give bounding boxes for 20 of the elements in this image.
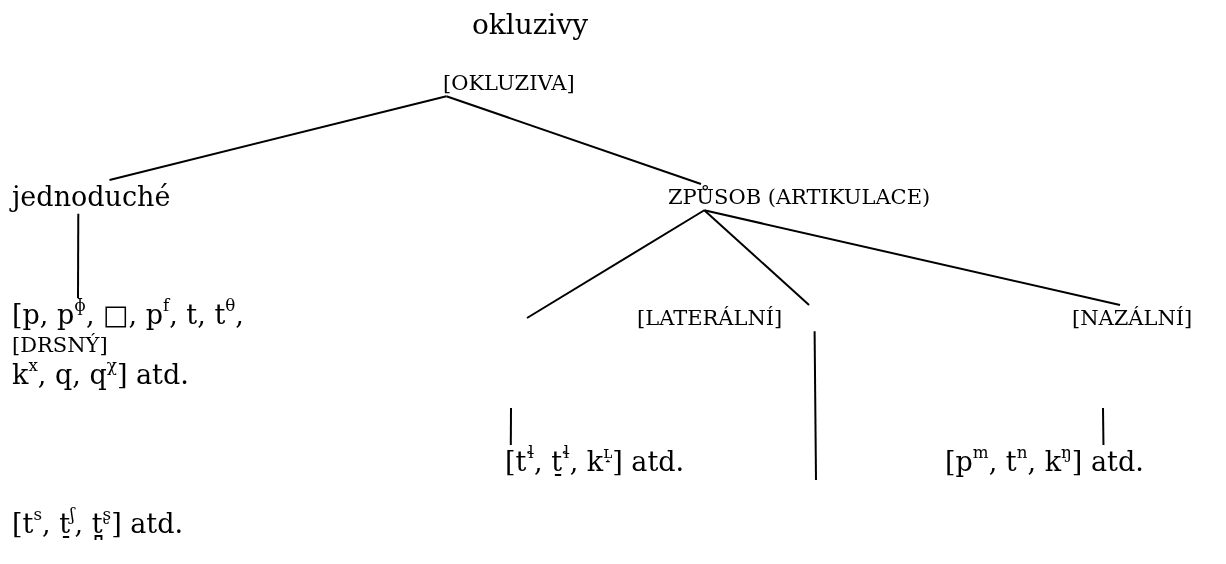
- tree-branch-line: [445, 95, 702, 185]
- tree-branch-line: [703, 209, 1121, 306]
- phoneme-list-line: [DRSNÝ]: [12, 331, 109, 358]
- tree-branch-line: [813, 330, 817, 481]
- tree-node-label: ZPŮSOB (ARTIKULACE): [668, 184, 998, 211]
- tree-branch-line: [526, 209, 706, 319]
- tree-title: okluzivy: [470, 8, 590, 41]
- tree-node-label: [NAZÁLNÍ]: [1072, 305, 1222, 332]
- tree-branch-line: [1102, 407, 1105, 446]
- tree-branch-line: [77, 212, 80, 299]
- tree-branch-line: [703, 209, 811, 306]
- tree-node-label: [LATERÁLNÍ]: [637, 305, 822, 332]
- tree-node-label: [OKLUZIVA]: [443, 70, 613, 97]
- tree-branch-line: [108, 95, 448, 181]
- tree-node-label: [t$^{ɬ}$, t̠$^{ɬ}$, k$^{ʟ̝}$] atd.: [505, 445, 737, 479]
- tree-branch-line: [509, 407, 512, 446]
- phoneme-list-line: [p, p$^{ɸ}$, □, p$^{f}$, t, t$^{θ}$,: [12, 298, 245, 332]
- tree-node-label: [p$^{m}$, t$^{n}$, k$^{ŋ}$] atd.: [945, 445, 1223, 479]
- phoneme-list-label: [t$^{s}$, t̠$^{ʃ}$, t̪$^{ʂ}$] atd.: [12, 508, 184, 539]
- phoneme-list-line: k$^{x}$, q, q$^{χ}$] atd.: [12, 358, 190, 392]
